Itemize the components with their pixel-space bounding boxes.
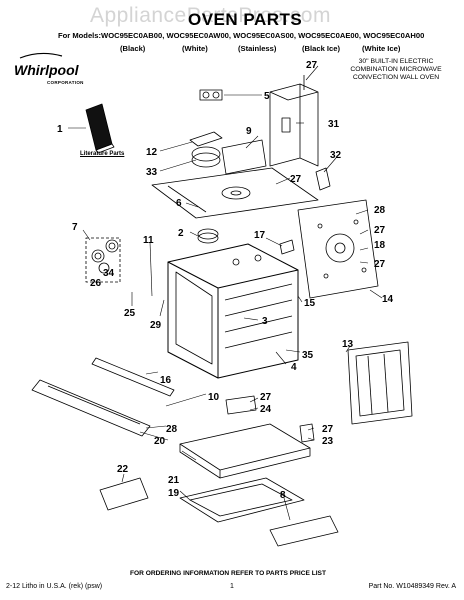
watermark: AppliancePartsPros.com xyxy=(90,4,331,27)
part-9-duct xyxy=(221,139,267,175)
callout-16: 16 xyxy=(160,375,172,386)
callout-22: 22 xyxy=(117,464,129,475)
part-12-bracket xyxy=(189,131,223,147)
part-16-trim xyxy=(91,357,175,397)
callout-9: 9 xyxy=(246,126,252,137)
callout-14: 14 xyxy=(382,294,394,305)
part-6-top-plate xyxy=(151,167,319,219)
part-24-bracket xyxy=(225,395,257,415)
part-21-bottom-pan xyxy=(179,423,311,479)
callout-25: 25 xyxy=(124,308,136,319)
callout-8: 8 xyxy=(280,490,286,501)
desc-line: CONVECTION WALL OVEN xyxy=(352,74,440,81)
callout-13: 13 xyxy=(342,339,354,350)
callout-28: 28 xyxy=(166,424,178,435)
callout-27: 27 xyxy=(306,60,318,71)
color-stainless: (Stainless) xyxy=(238,44,277,53)
callout-19: 19 xyxy=(168,488,180,499)
callout-21: 21 xyxy=(168,475,180,486)
litho-info: 2-12 Litho in U.S.A. (rek) (psw) xyxy=(6,583,103,590)
part-32-bracket xyxy=(315,167,331,191)
part-8-right-rail xyxy=(269,515,339,547)
callout-10: 10 xyxy=(208,392,220,403)
callout-15: 15 xyxy=(304,298,316,309)
callout-27: 27 xyxy=(260,392,272,403)
callout-11: 11 xyxy=(143,235,154,246)
callout-1: 1 xyxy=(57,124,63,135)
callout-12: 12 xyxy=(146,147,158,158)
oven-cavity xyxy=(167,243,299,379)
callout-2: 2 xyxy=(178,228,184,239)
part-2-fan xyxy=(197,228,219,244)
callout-27: 27 xyxy=(374,259,386,270)
desc-line: 30" BUILT-IN ELECTRIC xyxy=(358,58,434,65)
callout-27: 27 xyxy=(290,174,302,185)
callout-18: 18 xyxy=(374,240,386,251)
callout-27: 27 xyxy=(374,225,386,236)
brand-logo: Whirlpool xyxy=(14,62,79,78)
brand-logo-sub: CORPORATION xyxy=(47,80,84,85)
model-list: For Models:WOC95EC0AB00, WOC95EC0AW00, W… xyxy=(58,31,425,40)
callout-4: 4 xyxy=(291,362,297,373)
part-5-module xyxy=(199,89,223,101)
rear-cover-panel xyxy=(269,75,319,167)
callout-26: 26 xyxy=(90,278,102,289)
callout-34: 34 xyxy=(103,268,115,279)
callout-7: 7 xyxy=(72,222,78,233)
callout-35: 35 xyxy=(302,350,314,361)
part-19-lower-frame xyxy=(179,477,305,523)
literature-book xyxy=(85,103,115,154)
page-title: OVEN PARTS xyxy=(188,10,303,29)
color-white: (White) xyxy=(182,44,208,53)
product-description: 30" BUILT-IN ELECTRIC COMBINATION MICROW… xyxy=(336,58,456,82)
knob-assembly xyxy=(85,237,121,283)
callout-29: 29 xyxy=(150,320,162,331)
callout-3: 3 xyxy=(262,316,268,327)
part-17-bracket xyxy=(279,239,295,255)
color-white-ice: (White Ice) xyxy=(362,44,401,53)
callout-28: 28 xyxy=(374,205,386,216)
callout-24: 24 xyxy=(260,404,272,415)
leader-lines xyxy=(68,65,383,521)
color-black-ice: (Black Ice) xyxy=(302,44,340,53)
part-20-long-trim xyxy=(31,379,151,437)
callout-31: 31 xyxy=(328,119,340,130)
color-black: (Black) xyxy=(120,44,146,53)
part-33-motor xyxy=(191,146,221,168)
page-number: 1 xyxy=(230,583,234,590)
part-14-rear-panel xyxy=(297,199,379,299)
ordering-note: FOR ORDERING INFORMATION REFER TO PARTS … xyxy=(130,570,326,577)
desc-line: COMBINATION MICROWAVE xyxy=(350,66,442,73)
callout-23: 23 xyxy=(322,436,334,447)
callout-6: 6 xyxy=(176,198,182,209)
part-number: Part No. W10489349 Rev. A xyxy=(368,583,456,590)
part-22-left-rail xyxy=(99,477,149,511)
callout-27: 27 xyxy=(322,424,334,435)
callout-17: 17 xyxy=(254,230,266,241)
literature-label: Literature Parts xyxy=(80,151,125,157)
callout-5: 5 xyxy=(264,91,270,102)
brand-swoosh xyxy=(19,52,63,59)
callout-32: 32 xyxy=(330,150,342,161)
part-13-glass-panel xyxy=(347,341,413,425)
callout-20: 20 xyxy=(154,436,166,447)
callout-33: 33 xyxy=(146,167,158,178)
